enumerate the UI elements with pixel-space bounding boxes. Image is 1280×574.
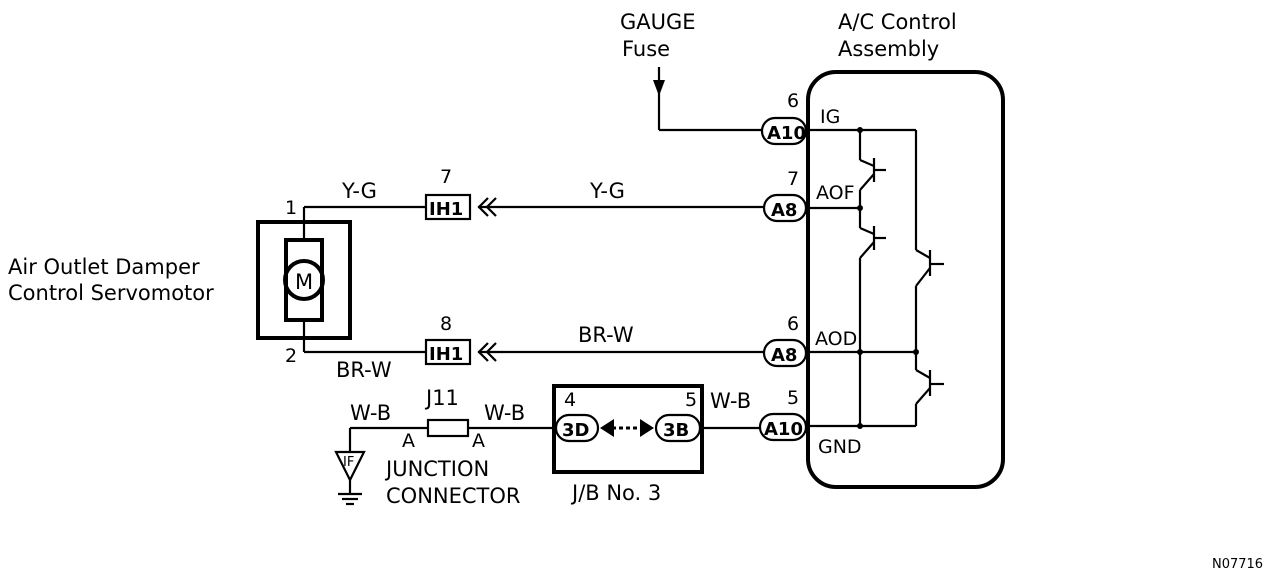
wire-brw-right-label: BR-W: [578, 323, 634, 347]
ig-terminal-name: IG: [820, 106, 840, 128]
terminal-gnd: 5 A10 GND: [758, 387, 862, 458]
gauge-fuse-label-2: Fuse: [622, 37, 670, 61]
junction-block-3: [552, 384, 704, 474]
servomotor-label-1: Air Outlet Damper: [8, 255, 200, 279]
jb-right-pin: 5: [685, 389, 697, 411]
aof-terminal-name: AOF: [816, 182, 855, 204]
terminal-aod: 6 A8 AOD: [762, 313, 857, 368]
wire-wb-right-label: W-B: [710, 389, 751, 413]
motor-pin-2: 2: [285, 345, 297, 367]
wire-brw-left-label: BR-W: [336, 358, 392, 382]
j11-label: J11: [424, 386, 459, 410]
ih1-top-connector: [424, 193, 472, 221]
servomotor-housing: [256, 220, 352, 340]
wire-yg-left-label: Y-G: [341, 179, 377, 203]
aod-terminal-name: AOD: [815, 328, 857, 350]
terminal-aof: 7 A8 AOF: [762, 168, 855, 223]
figure-code: N07716: [1212, 557, 1263, 572]
ig-connector-label: A10: [767, 123, 806, 144]
jb-connector-3d: [554, 413, 600, 443]
wire-y-g: [302, 197, 764, 240]
gnd-pin-number: 5: [787, 387, 799, 409]
gauge-fuse-label-1: GAUGE: [620, 10, 696, 34]
internal-transistor-circuit: [806, 127, 944, 429]
j11-left-side: A: [402, 430, 415, 452]
ac-assembly-label-1: A/C Control: [838, 10, 957, 34]
junction-connector-label-1: JUNCTION: [384, 457, 489, 481]
motor-pin-1: 1: [285, 197, 297, 219]
wire-w-b: [348, 426, 760, 452]
wire-br-w: [302, 320, 764, 362]
servomotor-label-2: Control Servomotor: [8, 281, 214, 305]
jb-connector-3b: [654, 413, 702, 443]
j11-right-side: A: [472, 430, 485, 452]
aof-connector-label: A8: [771, 200, 797, 221]
ih1-top-pin: 7: [440, 166, 452, 188]
wire-wb-ground-label: W-B: [350, 401, 391, 425]
ground-icon: [334, 450, 366, 506]
aof-pin-number: 7: [787, 168, 799, 190]
jb-label: J/B No. 3: [570, 481, 661, 505]
ground-ref-label: IF: [343, 455, 354, 470]
aod-connector-label: A8: [771, 345, 797, 366]
jb-connector-3d-label: 3D: [562, 420, 589, 441]
jb-internal-link: [600, 419, 654, 437]
jb-left-pin: 4: [564, 389, 576, 411]
terminal-ig: 6 A10 IG: [760, 90, 840, 146]
ih1-bottom-pin: 8: [440, 313, 452, 335]
gauge-fuse-wire: [653, 67, 762, 132]
wire-wb-mid-label: W-B: [484, 401, 525, 425]
motor-icon: [283, 259, 325, 301]
aod-pin-number: 6: [787, 313, 799, 335]
junction-connector-label-2: CONNECTOR: [386, 484, 521, 508]
motor-symbol: M: [295, 270, 313, 294]
ig-pin-number: 6: [787, 90, 799, 112]
ac-assembly-label-2: Assembly: [838, 37, 939, 61]
gnd-connector-label: A10: [764, 419, 803, 440]
gnd-terminal-name: GND: [818, 436, 862, 458]
ih1-bottom-connector: [424, 338, 472, 366]
j11-connector: [426, 418, 470, 438]
jb-connector-3b-label: 3B: [663, 420, 689, 441]
ac-control-assembly-box: [806, 70, 1005, 489]
wire-yg-right-label: Y-G: [589, 179, 625, 203]
ih1-bottom-label: IH1: [429, 344, 463, 365]
ih1-top-label: IH1: [429, 199, 463, 220]
